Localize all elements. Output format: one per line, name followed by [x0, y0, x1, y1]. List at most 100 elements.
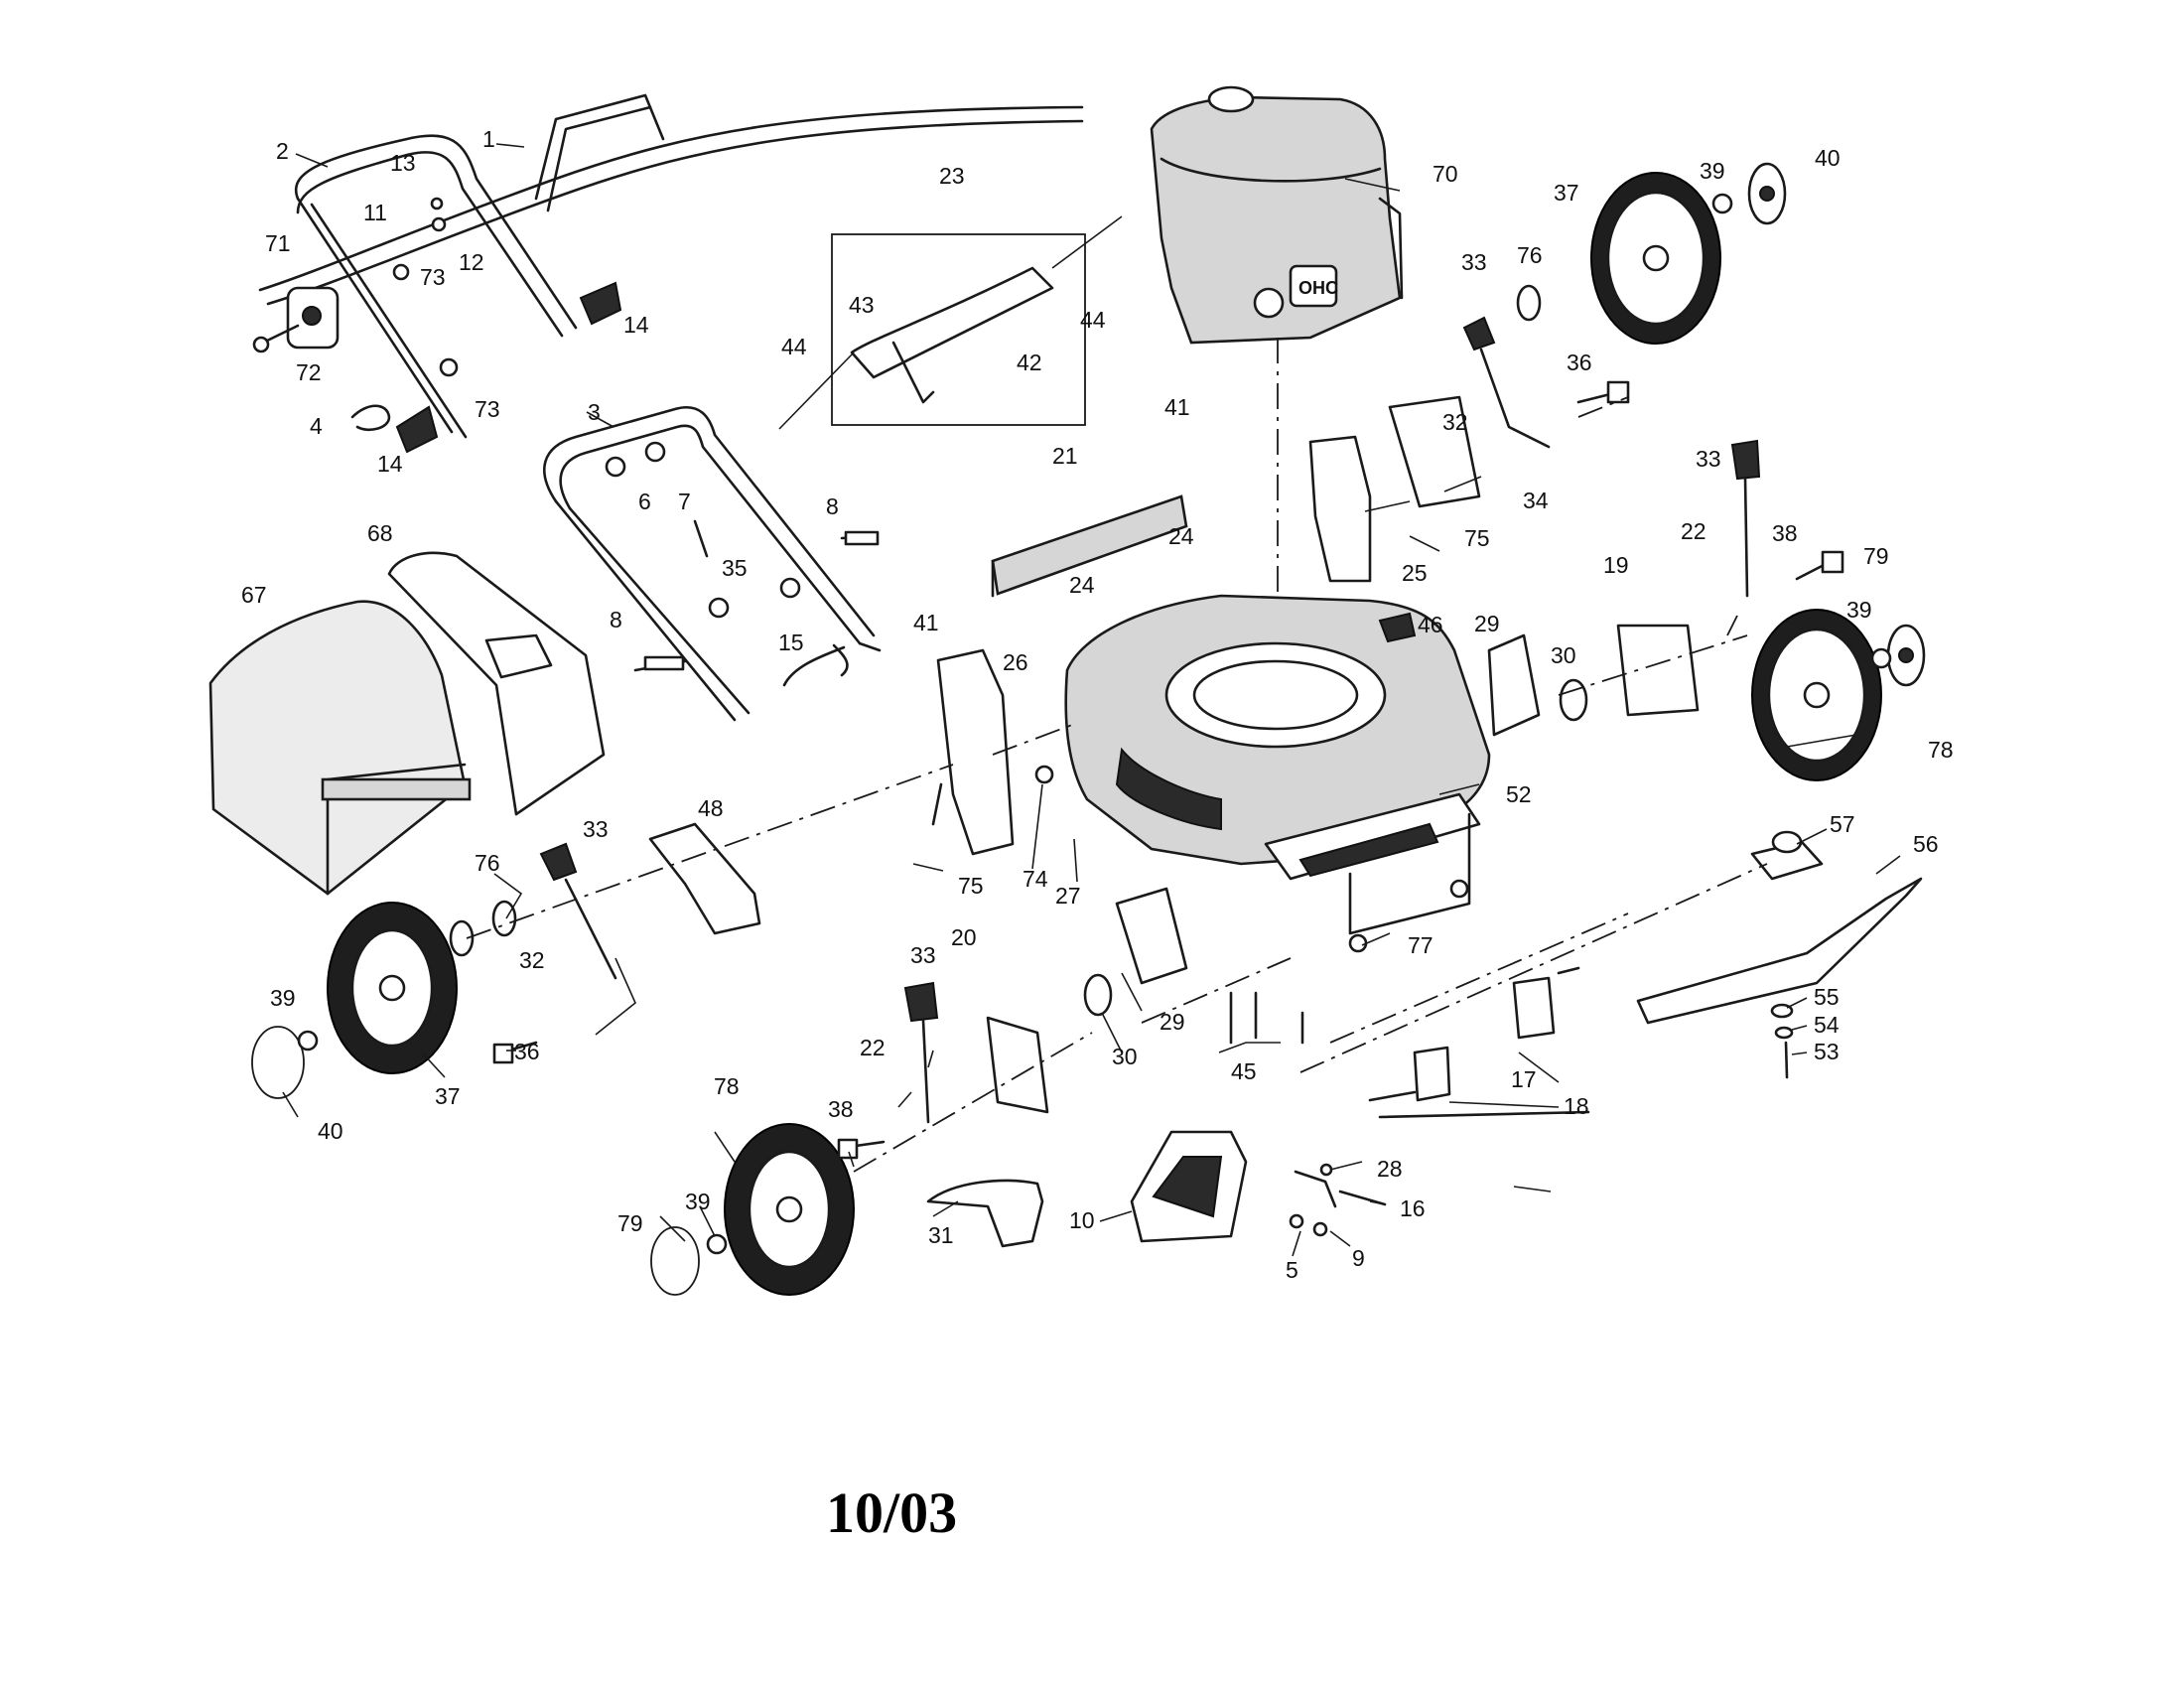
callout-2: 2	[276, 138, 289, 164]
svg-text:OHC: OHC	[1298, 278, 1338, 298]
callout-39d: 39	[685, 1189, 711, 1214]
rear-wheel-part-78-right	[1751, 609, 1882, 781]
callout-78a: 78	[1928, 737, 1954, 763]
callout-7: 7	[678, 489, 691, 514]
callout-4: 4	[310, 413, 323, 439]
callout-54: 54	[1814, 1012, 1840, 1038]
callout-5: 5	[1286, 1257, 1298, 1283]
upper-handle-part-2	[294, 134, 578, 439]
callout-39a: 39	[1700, 158, 1725, 184]
callout-73a: 73	[420, 264, 446, 290]
lower-handle-part-3	[543, 406, 882, 722]
callout-33a: 33	[1461, 249, 1487, 275]
callout-52: 52	[1506, 781, 1532, 807]
callout-76b: 76	[475, 850, 500, 876]
callout-72: 72	[296, 359, 322, 385]
callout-44a: 44	[1080, 307, 1106, 333]
callout-20: 20	[951, 924, 977, 950]
callout-24a: 24	[1168, 523, 1194, 549]
callout-14b: 14	[377, 451, 403, 477]
revision-date: 10/03	[826, 1480, 958, 1545]
callout-23: 23	[939, 163, 965, 189]
callout-76a: 76	[1517, 242, 1543, 268]
callout-41a: 41	[1164, 394, 1190, 420]
callout-17: 17	[1511, 1066, 1537, 1092]
callout-33d: 33	[910, 942, 936, 968]
grass-bag-part-67	[208, 600, 472, 896]
callout-71: 71	[265, 230, 291, 256]
callout-78b: 78	[714, 1073, 740, 1099]
handle-hardware-6-7-8-35-15	[605, 441, 880, 687]
callout-48: 48	[698, 795, 724, 821]
throttle-cable	[258, 105, 1084, 306]
part-callouts: 1 2 3 4 5 6 7 8 8 9 10 11 12 13 14 14 15…	[241, 126, 1954, 1283]
callout-75a: 75	[1464, 525, 1490, 551]
callout-41b: 41	[913, 610, 939, 635]
mulch-baffle-inset-23	[831, 233, 1086, 426]
callout-9: 9	[1352, 1245, 1365, 1271]
callout-35: 35	[722, 555, 748, 581]
assembly-lines	[466, 396, 1768, 1173]
callout-56: 56	[1913, 831, 1939, 857]
callout-11: 11	[363, 200, 387, 225]
callout-12: 12	[459, 249, 484, 275]
blade-adapter-part-57	[1750, 830, 1824, 881]
callout-1: 1	[482, 126, 495, 152]
leader-lines	[282, 143, 1901, 1257]
front-wheel-part-78-left	[724, 1123, 855, 1296]
height-adjusters-29	[1115, 633, 1541, 985]
callout-30b: 30	[1112, 1044, 1138, 1069]
deck-bolts-45	[1229, 991, 1304, 1045]
engine-part-70: OHC	[1150, 85, 1404, 345]
callout-15: 15	[778, 630, 804, 655]
bag-frame-part-68	[387, 551, 606, 816]
hubcaps-40-79	[251, 162, 1926, 1296]
callout-33c: 33	[583, 816, 609, 842]
deflector-part-46	[1378, 612, 1417, 643]
callout-36a: 36	[1567, 350, 1592, 375]
callout-36b: 36	[514, 1039, 540, 1064]
front-wheel-part-37-left	[327, 902, 458, 1074]
callout-38b: 38	[828, 1096, 854, 1122]
callout-31: 31	[928, 1222, 954, 1248]
callout-39c: 39	[270, 985, 296, 1011]
deck-skirt-part	[1348, 812, 1471, 935]
callout-46: 46	[1418, 612, 1443, 637]
callout-25: 25	[1402, 560, 1428, 586]
rear-wheel-part-37-right	[1590, 172, 1721, 345]
callout-29b: 29	[1160, 1009, 1185, 1035]
mulch-plug-part-31	[926, 1179, 1044, 1248]
callout-18: 18	[1564, 1093, 1589, 1119]
small-hardware	[350, 197, 459, 431]
callout-6: 6	[638, 489, 651, 514]
bail-part-1	[534, 93, 665, 212]
blade-part-56	[1636, 877, 1923, 1025]
wheel-nuts-39	[297, 193, 1892, 1255]
callout-73b: 73	[475, 396, 500, 422]
callout-42: 42	[1017, 350, 1042, 375]
callout-45: 45	[1231, 1058, 1257, 1084]
mower-deck-part-52	[1064, 594, 1491, 881]
callout-22b: 22	[860, 1035, 886, 1060]
callout-21: 21	[1052, 443, 1078, 469]
callout-16: 16	[1400, 1195, 1426, 1221]
callout-40a: 40	[1815, 145, 1841, 171]
axle-brackets-19-20-34-48	[648, 395, 1700, 1114]
callout-43: 43	[849, 292, 875, 318]
callout-34: 34	[1523, 488, 1549, 513]
cable-clamp-71	[286, 286, 340, 350]
callout-26: 26	[1003, 649, 1028, 675]
callout-14a: 14	[623, 312, 649, 338]
callout-29a: 29	[1474, 611, 1500, 636]
callout-32a: 32	[1442, 409, 1468, 435]
callout-38a: 38	[1772, 520, 1798, 546]
callout-32b: 32	[519, 947, 545, 973]
callout-3: 3	[588, 399, 601, 425]
handle-knob-14	[395, 281, 622, 454]
brackets-17-18	[1368, 966, 1590, 1119]
callout-79a: 79	[1863, 543, 1889, 569]
callout-37b: 37	[435, 1083, 461, 1109]
callout-22a: 22	[1681, 518, 1706, 544]
callout-24b: 24	[1069, 572, 1095, 598]
